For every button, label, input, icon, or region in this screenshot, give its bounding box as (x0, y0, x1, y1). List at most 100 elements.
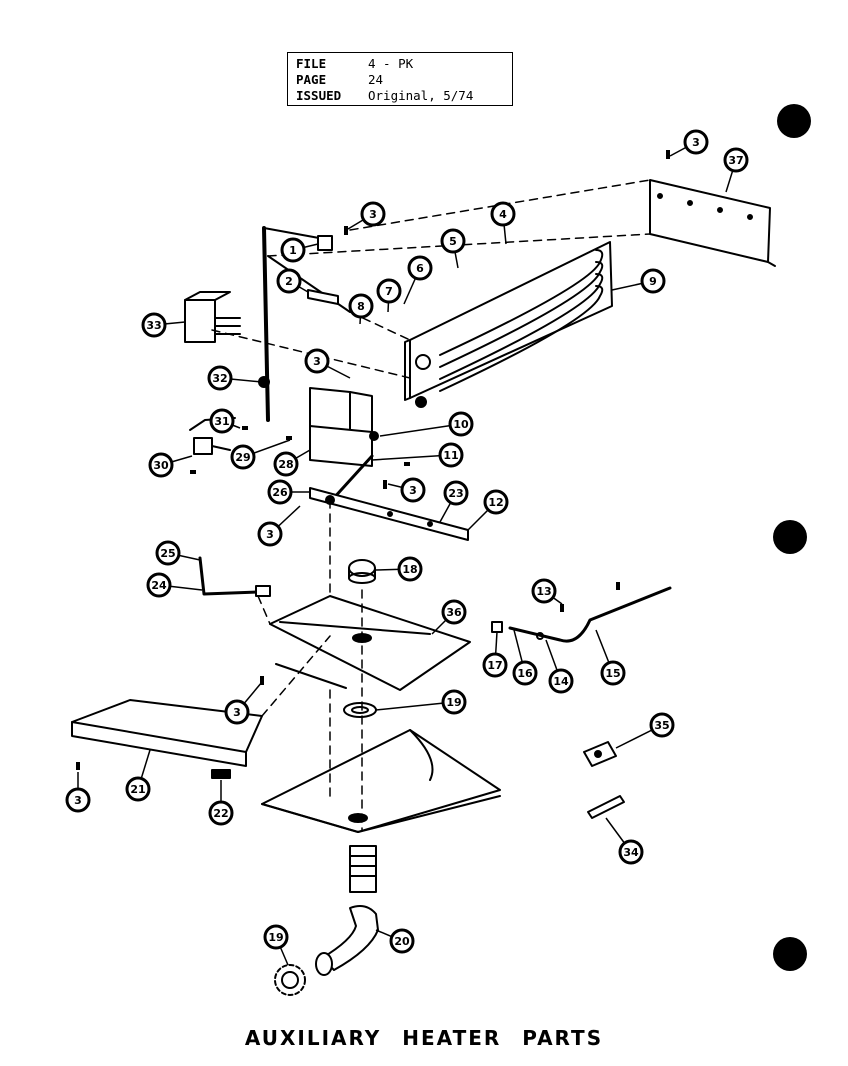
callout-13: 13 (531, 578, 563, 605)
callout-bubble (208, 800, 234, 826)
callout-number: 29 (235, 451, 250, 464)
callout-bubble (440, 228, 466, 254)
callout-bubble (230, 444, 256, 470)
callout-number: 32 (212, 372, 227, 385)
callout-number: 34 (623, 846, 639, 859)
callout-bubble (531, 578, 557, 604)
callout-2: 2 (276, 268, 309, 294)
thermostat-part (189, 417, 236, 455)
callout-number: 8 (357, 300, 365, 313)
callout-bubble (304, 348, 330, 374)
callout-17: 17 (482, 631, 508, 678)
callout-11: 11 (371, 442, 464, 468)
callout-bubble (640, 268, 666, 294)
callout-18: 18 (375, 556, 423, 582)
callout-15: 15 (595, 629, 626, 686)
callout-33: 33 (141, 312, 186, 338)
callout-number: 3 (409, 484, 417, 497)
leader-line (371, 454, 452, 461)
callout-number: 1 (289, 244, 297, 257)
callout-number: 6 (416, 262, 424, 275)
drain-elbow-part (315, 905, 379, 976)
relay-part (184, 291, 241, 343)
callout-bubble (723, 147, 749, 173)
callout-21: 21 (125, 749, 151, 802)
callout-number: 11 (443, 449, 458, 462)
callout-bubble (155, 540, 181, 566)
callout-number: 13 (536, 585, 551, 598)
callout-25: 25 (155, 540, 201, 566)
file-label: FILE (296, 56, 327, 71)
file-row: FILE 4 - PK (296, 56, 504, 72)
gasket-part (343, 702, 377, 718)
callout-3-1: 3 (347, 201, 386, 230)
callout-9: 9 (611, 268, 666, 294)
callout-14: 14 (545, 639, 574, 694)
sleeve-part (587, 795, 625, 819)
callout-3-3: 3 (304, 348, 351, 379)
callout-23: 23 (439, 480, 469, 523)
callout-34: 34 (605, 817, 644, 865)
callout-number: 36 (446, 606, 462, 619)
callout-bubble (276, 268, 302, 294)
sensing-bulb-part (491, 586, 672, 643)
callout-31: 31 (209, 408, 241, 434)
callout-bubble (482, 652, 508, 678)
callout-bubble (280, 237, 306, 263)
callout-28: 28 (273, 449, 311, 477)
base-pan-part (261, 729, 501, 833)
callout-number: 3 (74, 794, 82, 807)
control-plate-part (258, 226, 351, 422)
callout-7: 7 (376, 278, 402, 313)
callout-bubble (263, 924, 289, 950)
callout-bubble (141, 312, 167, 338)
callout-number: 4 (499, 208, 507, 221)
callout-number: 30 (153, 459, 169, 472)
binder-hole-middle (773, 520, 807, 554)
callout-number: 33 (146, 319, 161, 332)
issued-value: Original, 5/74 (368, 88, 474, 103)
callout-number: 3 (266, 528, 274, 541)
callout-29: 29 (230, 439, 291, 470)
callout-number: 14 (553, 675, 569, 688)
callout-3-4: 3 (387, 477, 426, 503)
callout-bubble (257, 521, 283, 547)
callout-number: 3 (692, 136, 700, 149)
callout-bubble (360, 201, 386, 227)
support-rail-part (309, 487, 469, 541)
callout-19-2: 19 (263, 924, 289, 966)
callout-bubble (209, 408, 235, 434)
callout-bubble (448, 411, 474, 437)
callout-bubble (224, 699, 250, 725)
callout-number: 23 (448, 487, 463, 500)
callout-bubble (207, 365, 233, 391)
callout-bubble (683, 129, 709, 155)
callout-number: 16 (517, 667, 533, 680)
callout-bubble (400, 477, 426, 503)
callout-3-6: 3 (224, 681, 263, 725)
callout-bubble (443, 480, 469, 506)
callout-3-2: 3 (669, 129, 709, 157)
callout-number: 28 (278, 458, 293, 471)
callout-number: 19 (268, 931, 283, 944)
callout-12: 12 (467, 489, 509, 531)
callout-3-5: 3 (257, 505, 301, 547)
callout-24: 24 (146, 572, 203, 598)
callout-number: 3 (313, 355, 321, 368)
heater-element-part (404, 241, 613, 408)
callout-1: 1 (280, 237, 319, 263)
leader-line (379, 423, 462, 437)
callout-number: 7 (385, 285, 393, 298)
callout-bubble (273, 451, 299, 477)
callout-19-1: 19 (375, 689, 467, 715)
callout-36: 36 (431, 599, 467, 635)
callout-number: 35 (654, 719, 669, 732)
callout-bubble (441, 599, 467, 625)
callout-22: 22 (208, 780, 234, 826)
callout-35: 35 (615, 712, 675, 749)
callout-number: 9 (649, 275, 657, 288)
callout-bubble (397, 556, 423, 582)
diagram-title: AUXILIARY HEATER PARTS (244, 1026, 604, 1050)
callout-bubble (600, 660, 626, 686)
